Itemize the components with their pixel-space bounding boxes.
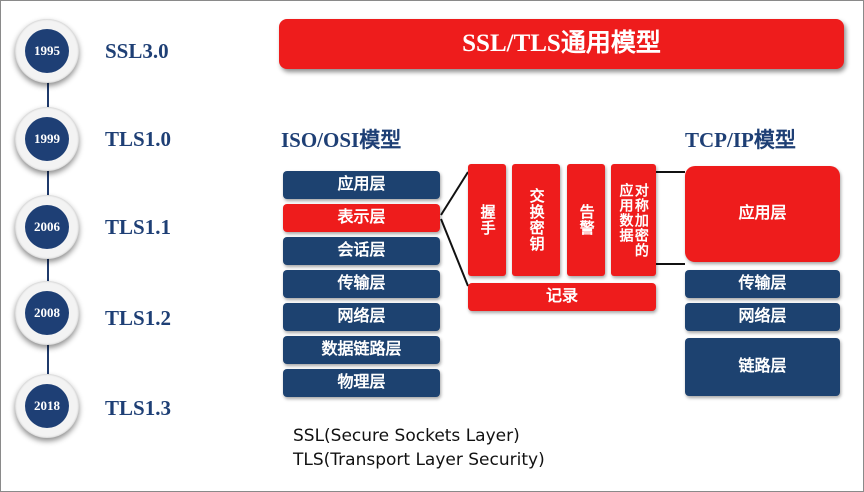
timeline-year: 2006	[25, 205, 69, 249]
osi-layer-transport: 传输层	[283, 270, 440, 298]
osi-layer-session: 会话层	[283, 237, 440, 265]
subprotocol-application-data: 对称加密的应用数据	[611, 164, 656, 276]
tcpip-layer-transport: 传输层	[685, 270, 840, 298]
subprotocol-label: 交换密钥	[527, 188, 545, 252]
connector-top-left	[440, 171, 469, 216]
record-layer: 记录	[468, 283, 656, 311]
timeline-year: 2008	[25, 291, 69, 335]
tcp-ip-heading: TCP/IP模型	[685, 128, 796, 152]
subprotocol-key-exchange: 交换密钥	[512, 164, 560, 276]
subprotocol-label: 对称加密的应用数据	[618, 182, 650, 258]
timeline-node-1995: 1995	[15, 19, 79, 83]
timeline-year: 2018	[25, 384, 69, 428]
iso-osi-heading: ISO/OSI模型	[281, 128, 402, 152]
osi-layer-application: 应用层	[283, 171, 440, 199]
footnote-tls: TLS(Transport Layer Security)	[293, 450, 545, 470]
tcpip-layer-application: 应用层	[685, 166, 840, 262]
timeline-version: TLS1.1	[105, 215, 171, 239]
timeline-year: 1995	[25, 29, 69, 73]
subprotocol-label: 告警	[577, 204, 595, 236]
timeline-node-2018: 2018	[15, 374, 79, 438]
timeline-version: TLS1.2	[105, 306, 171, 330]
timeline-version: TLS1.3	[105, 396, 171, 420]
osi-layer-presentation: 表示层	[283, 204, 440, 232]
timeline-version: SSL3.0	[105, 39, 169, 63]
timeline-node-2006: 2006	[15, 195, 79, 259]
subprotocol-handshake: 握手	[468, 164, 506, 276]
timeline-node-2008: 2008	[15, 281, 79, 345]
timeline-year: 1999	[25, 117, 69, 161]
connector-bottom-left	[440, 218, 469, 287]
osi-layer-datalink: 数据链路层	[283, 336, 440, 364]
footnote-ssl: SSL(Secure Sockets Layer)	[293, 426, 520, 446]
osi-layer-physical: 物理层	[283, 369, 440, 397]
subprotocol-alert: 告警	[567, 164, 605, 276]
subprotocol-label: 握手	[478, 204, 496, 236]
title-banner: SSL/TLS通用模型	[279, 19, 844, 69]
timeline-version: TLS1.0	[105, 127, 171, 151]
tcpip-layer-network: 网络层	[685, 303, 840, 331]
timeline-node-1999: 1999	[15, 107, 79, 171]
osi-layer-network: 网络层	[283, 303, 440, 331]
tcpip-layer-link: 链路层	[685, 338, 840, 396]
